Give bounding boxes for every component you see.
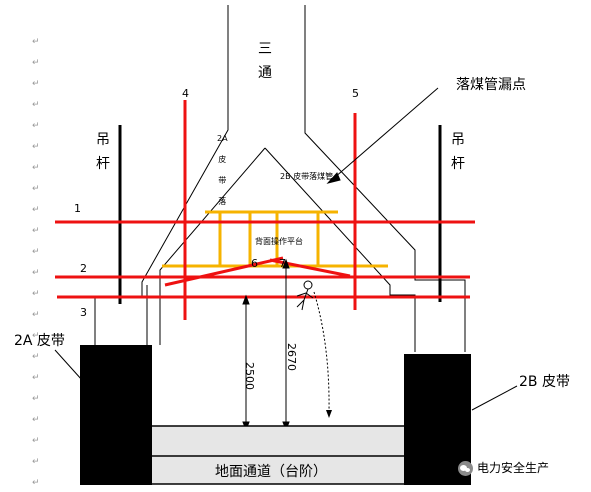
return-mark: ↵ [32,121,40,131]
hanger-label-left: 吊 杆 [96,132,110,172]
return-mark: ↵ [32,247,40,257]
belt-2b-chute-label: 2B 皮带落煤管 [280,172,334,181]
ground-passage [149,425,407,485]
marker-4: 4 [182,87,189,100]
return-mark: ↵ [32,289,40,299]
red-steel-members [55,100,475,320]
red-brace-6 [164,256,284,287]
return-mark: ↵ [32,58,40,68]
return-mark: ↵ [32,352,40,362]
return-mark: ↵ [32,436,40,446]
belt-2b-leader [471,385,518,411]
return-mark: ↵ [32,415,40,425]
return-mark: ↵ [32,142,40,152]
belt-2a-block [80,345,152,485]
belt-2a-leader [54,349,83,381]
return-mark: ↵ [32,268,40,278]
chute-left-inner-wall [159,147,266,345]
dimension-2500-label: 2500 [243,362,256,390]
return-mark: ↵ [32,226,40,236]
hanger-label-right: 吊 杆 [451,132,465,172]
red-brace-7 [269,258,351,278]
ground-passage-label: 地面通道（台阶） [215,464,327,480]
return-mark: ↵ [32,79,40,89]
return-mark: ↵ [32,163,40,173]
wechat-icon [458,461,473,476]
marker-7: 7 [279,257,286,270]
belt-2b-label: 2B 皮带 [519,374,570,390]
worker-figure-upper [296,280,314,311]
watermark: 电力安全生产 [458,459,549,476]
fall-path-arrowhead [326,410,332,418]
return-mark: ↵ [32,310,40,320]
return-mark: ↵ [32,478,40,488]
chute-right-outer-wall [304,5,466,352]
return-mark: ↵ [32,37,40,47]
return-mark: ↵ [32,100,40,110]
return-mark: ↵ [32,394,40,404]
watermark-text: 电力安全生产 [477,461,550,475]
platform-label: 背面操作平台 [255,237,303,246]
tee-label: 三 通 [258,41,272,81]
leak-point-label: 落煤管漏点 [456,77,526,93]
left-margin-return-marks: ↵ ↵ ↵ ↵ ↵ ↵ ↵ ↵ ↵ ↵ ↵ ↵ ↵ ↵ ↵ ↵ ↵ ↵ ↵ ↵ ↵ ↵ [32,37,40,488]
marker-5: 5 [352,87,359,100]
dimension-lines [242,258,290,432]
marker-6: 6 [251,257,258,270]
marker-1: 1 [74,202,81,215]
dimension-2670-label: 2670 [285,343,298,371]
return-mark: ↵ [32,184,40,194]
chute-right-inner-wall [264,147,416,352]
marker-2: 2 [80,262,87,275]
return-mark: ↵ [32,457,40,467]
return-mark: ↵ [32,331,40,341]
fall-path [313,291,330,413]
leak-point-arrow [326,87,439,184]
belt-2a-chute-label: 2A 皮 带 落 [217,134,228,206]
chute-left-outer-wall [94,5,229,345]
marker-3: 3 [80,306,87,319]
belt-2a-label: 2A 皮带 [14,333,65,349]
return-mark: ↵ [32,205,40,215]
chute-structure [94,5,466,352]
return-mark: ↵ [32,373,40,383]
